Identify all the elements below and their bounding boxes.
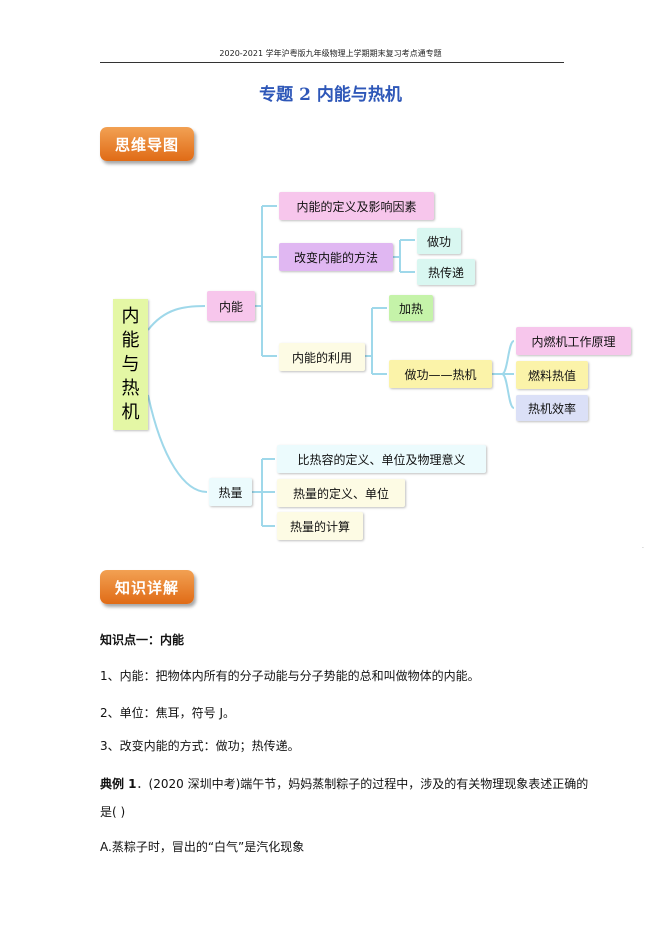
root-char-3: 与 <box>121 353 140 375</box>
node-liyong: 内能的利用 <box>279 343 365 371</box>
stray-mark: · <box>642 545 644 552</box>
node-birongre: 比热容的定义、单位及物理意义 <box>277 445 486 473</box>
node-gaibian: 改变内能的方法 <box>279 243 393 271</box>
knowledge-item-2: 2、单位：焦耳，符号 J。 <box>100 706 235 720</box>
node-xiaolv: 热机效率 <box>516 395 588 421</box>
knowledge-item-1: 1、内能：把物体内所有的分子动能与分子势能的总和叫做物体的内能。 <box>100 669 480 683</box>
node-yuanli: 内燃机工作原理 <box>516 327 631 355</box>
node-jiare: 加热 <box>389 295 433 321</box>
example-line-1: 典例 1．(2020 深圳中考)端午节，妈妈蒸制粽子的过程中，涉及的有关物理现象… <box>100 775 588 792</box>
mindmap-banner: 思维导图 <box>100 127 194 161</box>
node-reliang: 热量 <box>209 478 252 506</box>
mindmap-root: 内 能 与 热 机 <box>113 299 148 430</box>
root-char-1: 内 <box>121 305 140 327</box>
example-line-2: 是( ) <box>100 805 126 819</box>
root-char-2: 能 <box>121 329 140 351</box>
point1-title: 知识点一：内能 <box>100 633 185 647</box>
page-title: 专题 2 内能与热机 <box>259 85 402 105</box>
knowledge-banner: 知识详解 <box>100 570 194 604</box>
example-text: ．(2020 深圳中考)端午节，妈妈蒸制粽子的过程中，涉及的有关物理现象表述正确… <box>136 777 589 791</box>
node-ranliao: 燃料热值 <box>516 361 588 389</box>
node-neineng: 内能 <box>207 291 255 321</box>
node-reliang-dingyi: 热量的定义、单位 <box>277 479 405 507</box>
node-rechuandi: 热传递 <box>417 259 475 285</box>
page-header: 2020-2021 学年沪粤版九年级物理上学期期末复习考点通专题 <box>219 49 442 58</box>
node-zuogong-reji: 做功——热机 <box>389 360 492 388</box>
node-dingyi: 内能的定义及影响因素 <box>279 192 434 220</box>
example-label: 典例 1 <box>100 777 137 791</box>
node-jisuan: 热量的计算 <box>277 512 363 540</box>
header-divider <box>100 62 564 63</box>
node-zuogong: 做功 <box>417 228 461 254</box>
root-char-4: 热 <box>121 377 140 399</box>
root-char-5: 机 <box>121 401 140 423</box>
knowledge-item-3: 3、改变内能的方式：做功；热传递。 <box>100 739 300 753</box>
option-a: A.蒸粽子时，冒出的“白气”是汽化现象 <box>100 840 305 854</box>
